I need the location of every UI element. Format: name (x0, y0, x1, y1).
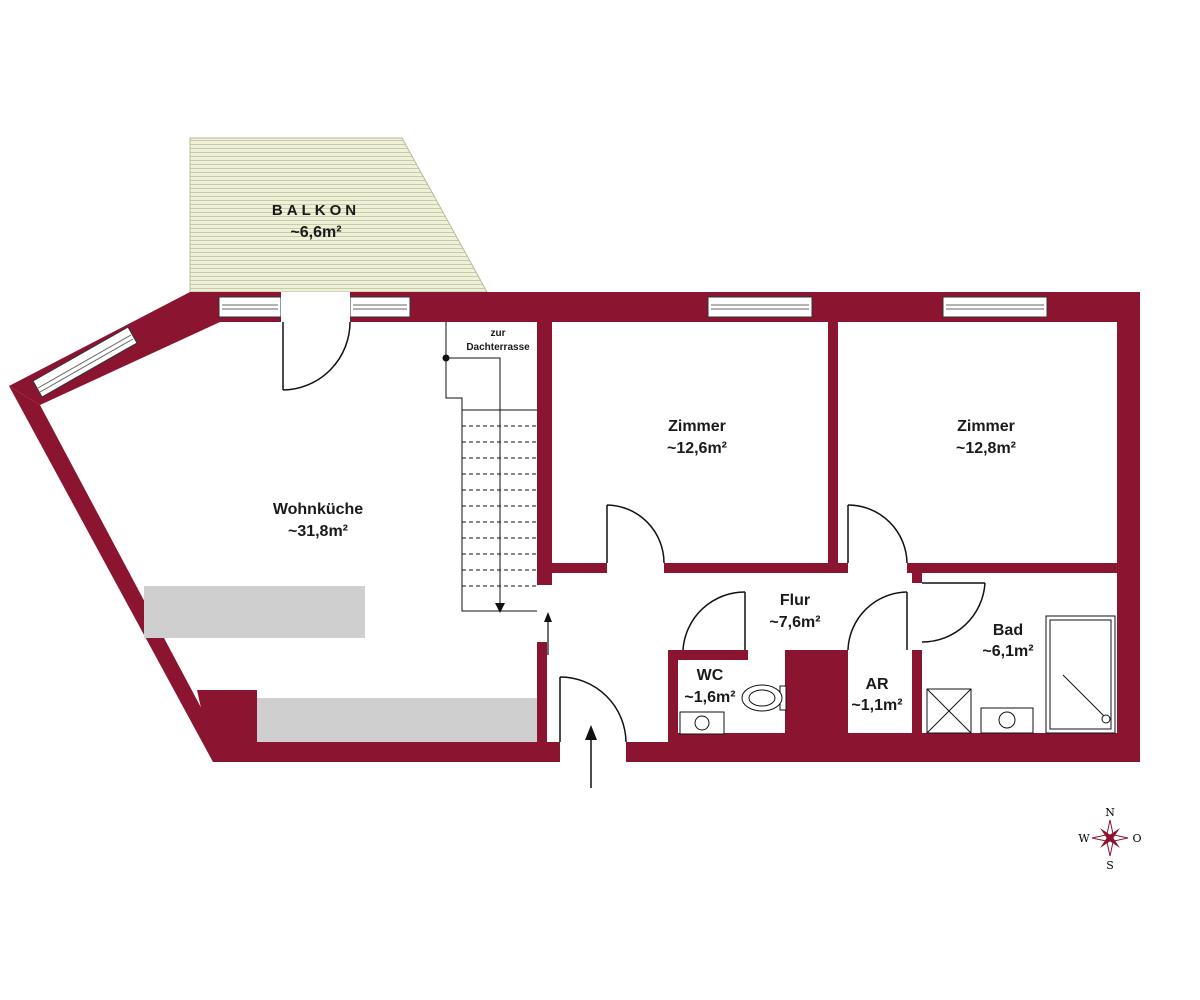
windows (32, 296, 1048, 398)
room-zimmer2-name: Zimmer (957, 418, 1015, 435)
balkon-area: ~6,6m² (290, 224, 341, 241)
compass-rose-icon (1091, 819, 1129, 857)
compass-west: W (1078, 832, 1090, 845)
shower-icon (1045, 615, 1116, 734)
entrance-arrow-icon (585, 725, 597, 788)
compass-north: N (1105, 806, 1115, 819)
room-zimmer1-name: Zimmer (668, 418, 726, 435)
room-wc-name: WC (697, 667, 724, 684)
doors (282, 321, 986, 743)
room-ar-area: ~1,1m² (851, 697, 902, 714)
room-flur-area: ~7,6m² (769, 614, 820, 631)
balcony-door-opening (281, 292, 350, 322)
room-ar-name: AR (865, 676, 889, 693)
balkon-name: BALKON (272, 202, 360, 219)
stairs-label-line1: zur (491, 328, 506, 339)
compass-south: S (1106, 859, 1114, 872)
room-flur-name: Flur (780, 592, 810, 609)
room-wohnkueche-area: ~31,8m² (288, 523, 348, 540)
room-wc-area: ~1,6m² (684, 689, 735, 706)
room-bad-name: Bad (993, 622, 1023, 639)
staircase (442, 322, 537, 612)
kitchen-counter-2 (257, 698, 537, 742)
corridor-arrow-icon (544, 612, 552, 655)
bath-sink-icon (980, 707, 1034, 734)
sink-icon (679, 711, 725, 735)
washing-machine-icon (926, 688, 972, 734)
compass-east: O (1132, 832, 1141, 845)
room-zimmer1-area: ~12,6m² (667, 440, 727, 457)
room-zimmer2-area: ~12,8m² (956, 440, 1016, 457)
stair-arrow-icon (495, 603, 505, 613)
stairs-label-line2: Dachterrasse (466, 342, 530, 353)
toilet-icon (741, 684, 787, 712)
room-wohnkueche-name: Wohnküche (273, 501, 363, 518)
kitchen-counter-1 (144, 586, 365, 638)
room-bad-area: ~6,1m² (982, 643, 1033, 660)
